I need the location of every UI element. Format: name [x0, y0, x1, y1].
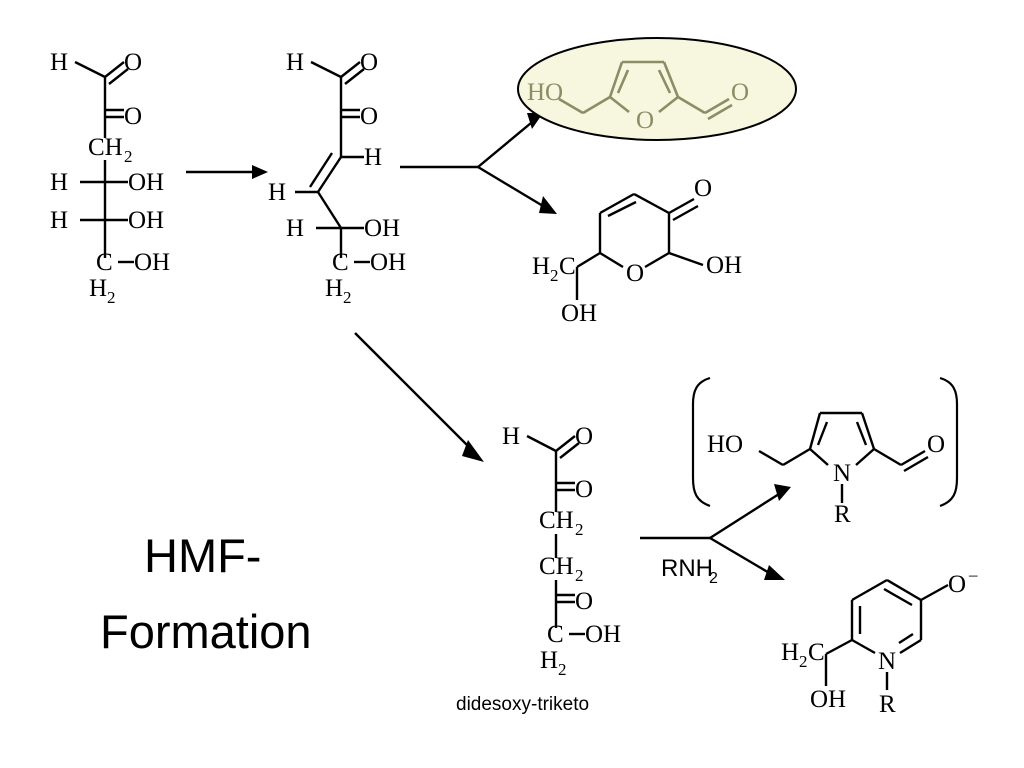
label-e-aldehyde-o: O — [360, 49, 378, 76]
arrow-branch-lower — [640, 484, 791, 580]
label-dt-aldehyde-h: H — [502, 423, 520, 450]
label-e-h-c5: H — [286, 215, 304, 242]
label-dt-ch2-b: CH — [539, 553, 574, 580]
label-pyrrole-r: R — [834, 501, 851, 528]
page-title-line1: HMF- — [144, 529, 261, 582]
label-dt-aldehyde-o: O — [575, 423, 593, 450]
label-ketone-o: O — [124, 103, 142, 130]
label-hmf-cho-o: O — [731, 79, 749, 106]
label-pyr-ketone-o: O — [694, 175, 712, 202]
label-aldehyde-o: O — [124, 49, 142, 76]
label-e-c-c6: C — [332, 249, 349, 276]
label-e-h-c4: H — [268, 179, 286, 206]
label-h-c6: H — [89, 275, 107, 302]
label-dt-ch2-b-sub: 2 — [575, 566, 584, 585]
label-c-c6: C — [96, 249, 113, 276]
label-e-h-c6-sub: 2 — [343, 288, 352, 307]
label-h-c6-sub: 2 — [107, 288, 116, 307]
label-pyr-c: C — [559, 253, 576, 280]
label-pyr-oh: OH — [706, 252, 742, 279]
label-h-c4: H — [50, 169, 68, 196]
arrow-to-didesoxy-triketo — [354, 332, 484, 462]
label-dt-ch2-a: CH — [539, 507, 574, 534]
pyrrole-bracket-group: HO N R O — [691, 376, 959, 528]
label-pyd-h2-sub: 2 — [799, 652, 808, 671]
label-pyd-n: N — [878, 648, 896, 675]
label-dt-h2-sub: 2 — [558, 660, 567, 679]
structure-didesoxy-triketo: H O O CH 2 CH 2 O C OH H 2 — [502, 423, 621, 679]
label-h-c5: H — [50, 207, 68, 234]
label-pyr-ring-o: O — [626, 260, 644, 287]
label-oh-c5: OH — [128, 207, 164, 234]
structure-pyranone: O O OH H 2 C OH — [532, 175, 742, 327]
bracket-right — [939, 376, 959, 508]
arrow-to-enol — [186, 165, 268, 179]
label-pyd-olate-charge: – — [968, 565, 978, 584]
label-pyr-h2-sub: 2 — [550, 266, 559, 285]
label-pyrrole-ho: HO — [707, 431, 743, 458]
label-pyd-olate-o: O — [948, 571, 966, 598]
structure-pyridinone: O – N R H 2 C OH — [781, 565, 978, 718]
label-e-aldehyde-h: H — [286, 49, 304, 76]
caption-didesoxy-triketo: didesoxy-triketo — [456, 694, 589, 715]
label-pyd-h2: H — [781, 639, 799, 666]
label-e-oh-c6: OH — [370, 249, 406, 276]
label-dt-ch2-a-sub: 2 — [575, 520, 584, 539]
label-dt-h2: H — [540, 647, 558, 674]
label-e-oh-c5: OH — [364, 215, 400, 242]
hmf-highlight-ellipse — [517, 37, 797, 141]
label-e-ketone-o: O — [360, 103, 378, 130]
structure-pyrrole: HO N R O — [707, 411, 945, 528]
label-dt-ketone-o1: O — [575, 476, 593, 503]
arrow-branch-upper — [400, 113, 557, 214]
label-reagent-rnh2: RNH — [661, 555, 713, 582]
label-pyr-h2: H — [532, 253, 550, 280]
label-pyrrole-cho-o: O — [927, 431, 945, 458]
page-title-line2: Formation — [100, 605, 312, 658]
label-dt-ketone-o2: O — [575, 588, 593, 615]
label-e-h-c6: H — [325, 275, 343, 302]
structure-hmf: HO O O — [527, 60, 749, 134]
label-pyr-ch2oh: OH — [561, 300, 597, 327]
label-hmf-ho: HO — [527, 79, 563, 106]
structure-enol-intermediate: H O O H H H OH C OH H 2 — [268, 49, 406, 307]
label-oh-c4: OH — [128, 169, 164, 196]
label-pyd-r: R — [879, 691, 896, 718]
label-e-h-c3: H — [364, 144, 382, 171]
structure-glucose-open-chain: H O O CH 2 H OH H OH C OH H 2 — [50, 49, 170, 307]
label-pyrrole-n: N — [833, 460, 851, 487]
label-reagent-rnh2-sub: 2 — [709, 570, 718, 587]
label-aldehyde-h: H — [50, 49, 68, 76]
label-pyd-oh: OH — [810, 686, 846, 713]
label-ch2-c3: CH — [88, 134, 123, 161]
label-pyd-c: C — [808, 639, 825, 666]
label-hmf-ring-o: O — [636, 107, 654, 134]
hmf-highlight-group: HO O O — [517, 37, 797, 141]
label-oh-c6: OH — [134, 249, 170, 276]
label-ch2-c3-sub: 2 — [124, 147, 133, 166]
bracket-left — [691, 376, 711, 508]
label-dt-c: C — [547, 621, 564, 648]
label-dt-oh: OH — [585, 621, 621, 648]
